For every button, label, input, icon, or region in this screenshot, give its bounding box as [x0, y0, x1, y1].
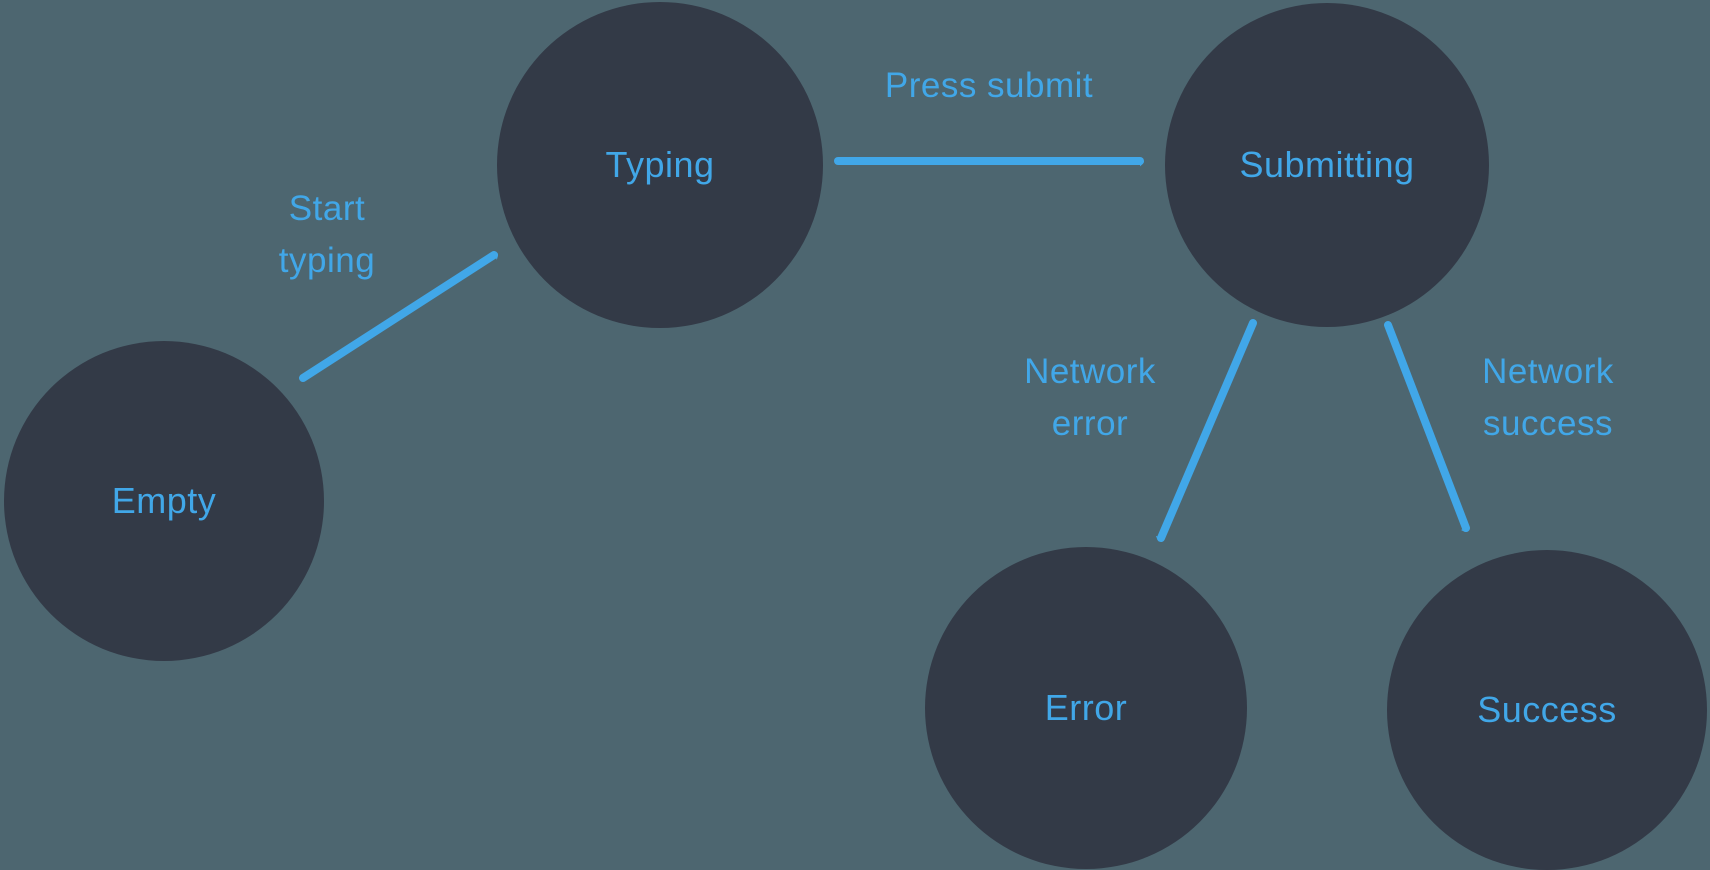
state-label-success: Success — [1477, 689, 1617, 730]
state-label-submitting: Submitting — [1239, 144, 1415, 185]
state-node-error: Error — [925, 547, 1247, 869]
state-label-typing: Typing — [605, 144, 715, 185]
state-label-empty: Empty — [111, 480, 217, 521]
state-node-typing: Typing — [497, 2, 823, 328]
state-node-empty: Empty — [4, 341, 324, 661]
state-label-error: Error — [1044, 687, 1128, 728]
state-node-submitting: Submitting — [1165, 3, 1489, 327]
transition-label-press-submit: Press submit — [884, 66, 1094, 105]
transition-label-network-success: Network success — [1482, 352, 1614, 443]
transition-label-start-typing: Start typing — [278, 189, 376, 280]
arrow-network-error — [1161, 319, 1257, 542]
transition-label-network-error: Network error — [1024, 352, 1156, 443]
arrow-network-success — [1384, 321, 1466, 532]
state-node-success: Success — [1387, 550, 1707, 870]
